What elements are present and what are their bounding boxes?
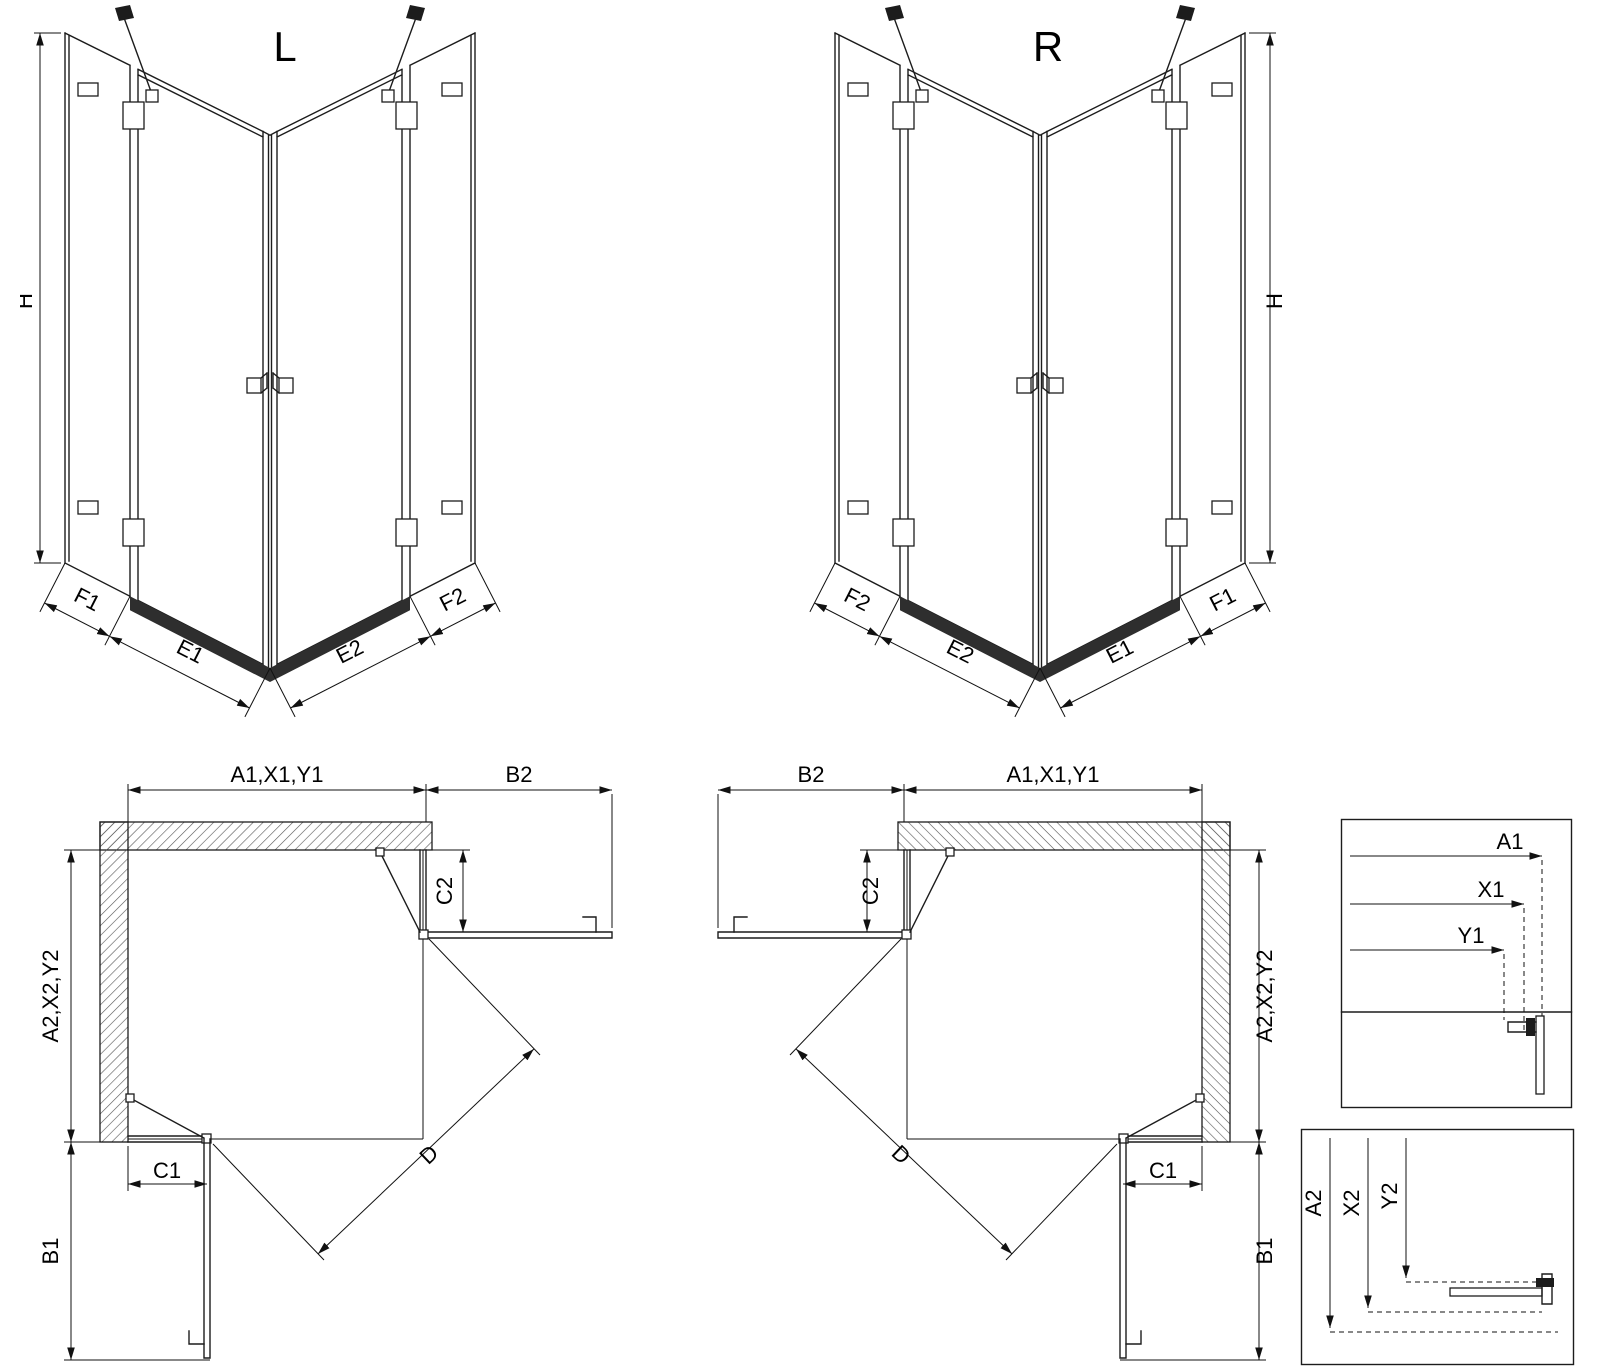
dim-label-a2x2y2: A2,X2,Y2 — [1252, 950, 1277, 1043]
strut-fitting-icon — [375, 847, 385, 857]
dim-label-f1: F1 — [1205, 582, 1239, 616]
dim-label-f2: F2 — [435, 582, 469, 616]
detail-label-x2: X2 — [1339, 1190, 1364, 1217]
dim-label-b1: B1 — [40, 1238, 63, 1265]
detail-box-depth-measure: A2 X2 Y2 — [1300, 1128, 1575, 1366]
dim-label-f1: F1 — [70, 582, 104, 616]
wall-top — [99, 821, 433, 851]
bottom-rail-left — [130, 596, 270, 682]
detail-label-a1: A1 — [1497, 829, 1524, 854]
bottom-rail-right — [270, 596, 410, 682]
dim-label-a1x1y1: A1,X1,Y1 — [231, 762, 324, 787]
detail-label-a2: A2 — [1301, 1190, 1326, 1217]
detail-label-y2: Y2 — [1377, 1183, 1402, 1210]
door-handle-icon — [278, 377, 294, 394]
strut-fitting-icon — [115, 5, 134, 21]
dim-label-a2x2y2: A2,X2,Y2 — [40, 950, 63, 1043]
shower-enclosure-iso-geometry — [34, 5, 501, 718]
pivot-hinge-icon — [201, 1133, 212, 1144]
hinge-icon — [395, 101, 418, 130]
hinge-icon — [395, 518, 418, 547]
iso-view-left: L H F1 E1 E2 F2 — [20, 5, 501, 718]
strut-fitting-icon — [406, 5, 425, 21]
dim-label-c2: C2 — [858, 877, 883, 905]
strut-fitting-icon — [125, 1093, 135, 1103]
glass-profile-section — [1449, 1287, 1543, 1297]
dim-label-f2: F2 — [840, 582, 874, 616]
wall-bracket-icon — [77, 500, 99, 515]
hinge-icon — [122, 518, 145, 547]
dim-label-b2: B2 — [506, 762, 533, 787]
wall-left — [99, 821, 129, 1143]
detail-label-y1: Y1 — [1458, 923, 1485, 948]
wall-bracket-icon — [441, 500, 463, 515]
detail-box-width-measure: A1 X1 Y1 — [1340, 818, 1573, 1109]
dim-label-a1x1y1: A1,X1,Y1 — [1007, 762, 1100, 787]
door-handle-icon — [246, 377, 262, 394]
dim-label-b2: B2 — [798, 762, 825, 787]
glass-profile-section — [1535, 1015, 1545, 1095]
dim-label-d: D — [414, 1140, 443, 1169]
plan-geometry-mirrored — [718, 784, 1266, 1360]
dim-label-b1: B1 — [1252, 1238, 1277, 1265]
pivot-hinge-icon — [418, 929, 429, 940]
variant-label-right: R — [1033, 23, 1063, 70]
plan-view-right: B2 A1,X1,Y1 C2 A2,X2,Y2 C1 B1 D — [690, 762, 1277, 1371]
dim-label-c1: C1 — [1149, 1158, 1177, 1183]
door-handle-icon — [582, 916, 597, 933]
wall-bracket-icon — [77, 82, 99, 97]
detail-label-x1: X1 — [1478, 877, 1505, 902]
wall-profile-icon — [1526, 1018, 1535, 1036]
dim-label-height: H — [1262, 293, 1287, 309]
dim-label-c1: C1 — [153, 1158, 181, 1183]
dim-label-d: D — [887, 1140, 916, 1169]
door-handle-icon — [188, 1330, 205, 1345]
plan-view-left: A1,X1,Y1 B2 A2,X2,Y2 C2 C1 B1 D — [40, 762, 613, 1361]
dim-label-c2: C2 — [432, 877, 457, 905]
iso-view-right: R H F2 E2 E1 F1 — [790, 5, 1287, 750]
wall-profile-icon — [1536, 1278, 1554, 1287]
variant-label-left: L — [273, 23, 296, 70]
iso-geometry-mirrored — [810, 5, 1276, 717]
hinge-icon — [122, 101, 145, 130]
shower-enclosure-plan-geometry — [64, 784, 613, 1361]
dim-label-height: H — [20, 293, 37, 309]
wall-bracket-icon — [441, 82, 463, 97]
